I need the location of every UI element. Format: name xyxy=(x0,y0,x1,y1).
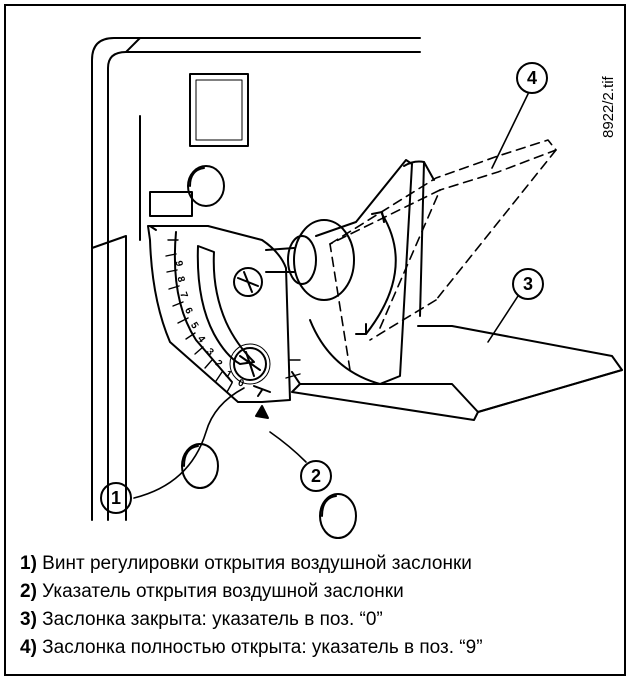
scale-digit-0: 0 xyxy=(236,378,245,390)
scale-digit-1: 1 xyxy=(223,369,234,382)
callout-label-2: 2 xyxy=(311,466,321,486)
scale-ticks xyxy=(165,239,233,393)
file-code: 8922/2.tif xyxy=(598,10,618,140)
scale-digit-5: 5 xyxy=(188,320,201,331)
leader-1 xyxy=(133,387,245,499)
damper-sector xyxy=(309,159,435,385)
callout-circle-1 xyxy=(100,482,132,514)
scale-digit-9: 9 xyxy=(173,260,185,268)
damper-plate-open-outline xyxy=(329,139,557,371)
housing-knob-bottom xyxy=(319,493,357,539)
opening-arc-arrow xyxy=(355,211,397,335)
air-damper-diagram: 1 2 3 4 9 8 7 6 5 4 3 2 1 0 xyxy=(91,37,623,539)
damper-pointer xyxy=(253,385,271,419)
legend-item-3: 3) Заслонка закрыта: указатель в поз. “0… xyxy=(20,609,383,630)
figure-frame xyxy=(4,4,626,676)
callout-label-4: 4 xyxy=(527,68,537,88)
leader-4 xyxy=(491,93,529,169)
callout-circle-2 xyxy=(300,460,332,492)
scale-digit-8: 8 xyxy=(174,275,186,283)
housing-slot xyxy=(149,191,193,217)
scale-digit-7: 7 xyxy=(177,291,189,300)
scale-digit-2: 2 xyxy=(213,358,225,370)
callout-circle-3 xyxy=(512,268,544,300)
damper-shaft xyxy=(265,219,355,301)
legend: 1) Винт регулировки открытия воздушной з… xyxy=(20,550,483,662)
legend-item-4: 4) Заслонка полностью открыта: указатель… xyxy=(20,637,483,658)
callout-label-1: 1 xyxy=(111,488,121,508)
callout-label-3: 3 xyxy=(523,274,533,294)
housing-knob-middle xyxy=(181,443,219,489)
housing-window xyxy=(189,73,249,147)
upper-screw xyxy=(233,267,263,297)
legend-item-1: 1) Винт регулировки открытия воздушной з… xyxy=(20,553,472,574)
file-code-text: 8922/2.tif xyxy=(600,76,617,138)
burner-housing xyxy=(91,37,421,521)
scale-bracket xyxy=(147,225,291,403)
callout-circle-4 xyxy=(516,62,548,94)
scale-digit-6: 6 xyxy=(182,306,195,316)
housing-knob-top xyxy=(187,165,225,207)
scale-digit-4: 4 xyxy=(195,334,207,346)
leader-3 xyxy=(487,295,519,343)
legend-item-2: 2) Указатель открытия воздушной заслонки xyxy=(20,581,404,602)
adjusting-screw xyxy=(229,343,271,385)
damper-plate-closed xyxy=(291,325,623,421)
leader-2 xyxy=(269,431,307,463)
